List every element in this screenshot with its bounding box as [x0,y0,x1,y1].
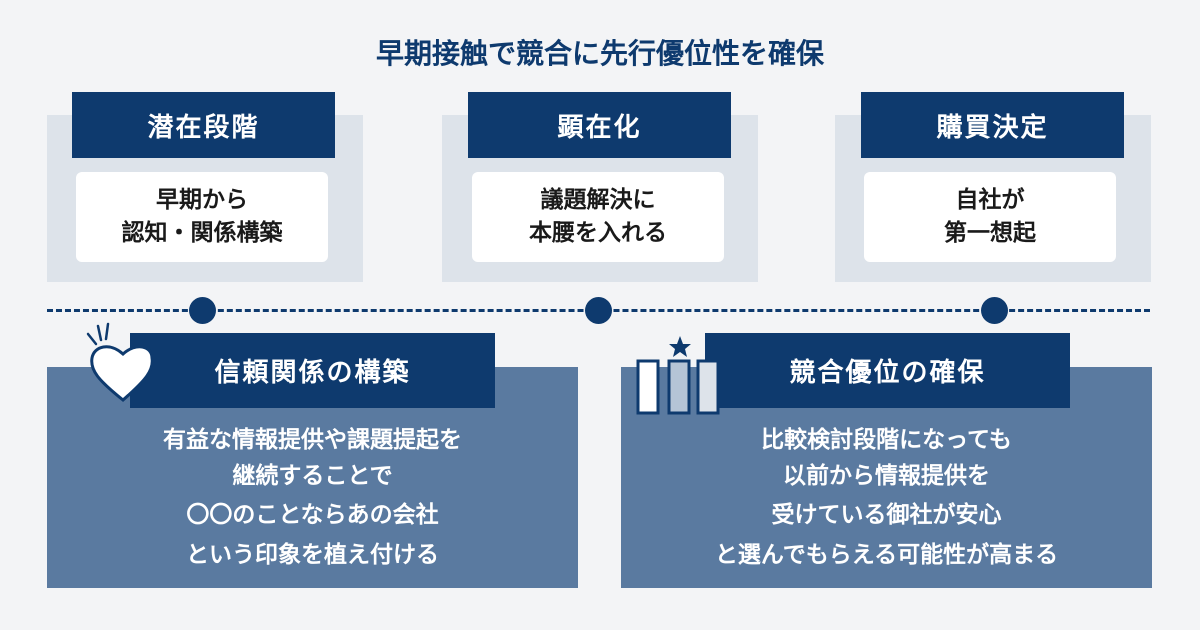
text-line: 有益な情報提供や課題提起を [163,427,462,453]
text-line: 議題解決に [540,186,656,213]
heart-icon [86,322,154,402]
text-line: 〇〇のことならあの会社 [186,502,439,529]
page-title: 早期接触で競合に先行優位性を確保 [375,37,824,70]
stage-description: 議題解決に 本腰を入れる [472,172,724,262]
text-line: 認知・関係構築 [121,220,283,246]
stage-description: 早期から 認知・関係構築 [76,172,328,262]
text-line: 継続することで [232,462,393,489]
timeline-dot [585,297,612,324]
stage-header: 購買決定 [861,92,1124,158]
timeline-dot [981,297,1008,324]
benefit-panel: 有益な情報提供や課題提起を 継続することで 〇〇のことならあの会社 という印象を… [47,367,578,588]
text-line: という印象を植え付ける [186,541,439,568]
text-line: 本腰を入れる [529,220,667,246]
text-line: 第一想起 [944,220,1036,246]
text-line: 早期から [156,186,248,213]
text-line: 受けている御社が安心 [771,502,1002,529]
text-line: 比較検討段階になっても [761,427,1012,453]
benefit-header: 信頼関係の構築 [130,333,495,408]
stage-header: 潜在段階 [72,92,335,158]
text-line: 以前から情報提供を [783,462,990,489]
text-line: 自社が [955,186,1025,213]
ranking-bars-icon [636,336,720,415]
text-line: と選んでもらえる可能性が高まる [714,541,1059,568]
benefit-header: 競合優位の確保 [705,333,1070,408]
stage-description: 自社が 第一想起 [864,172,1116,262]
timeline-dot [189,297,216,324]
stage-header: 顕在化 [468,92,731,158]
